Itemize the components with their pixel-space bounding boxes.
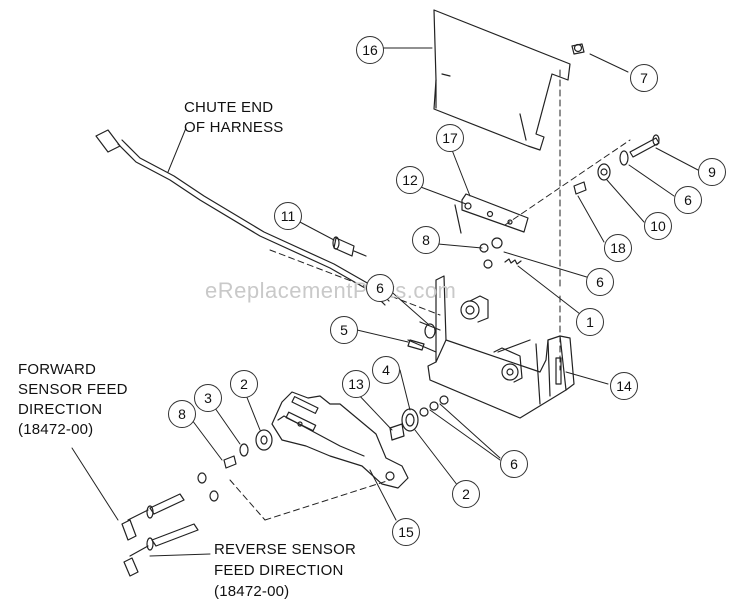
long-screw [629,134,660,158]
callout-17: 17 [436,124,464,152]
callout-15: 15 [392,518,420,546]
callout-6-left: 6 [366,274,394,302]
reverse-label-line3: (18472-00) [214,583,290,600]
callout-5: 5 [330,316,358,344]
callout-11: 11 [274,202,302,230]
spring [504,258,522,265]
sensor-lamp [332,236,367,257]
reverse-label-line1: REVERSE SENSOR [214,541,357,558]
callout-16: 16 [356,36,384,64]
sensor-lever [271,391,409,489]
main-chassis-bracket [407,275,575,419]
callout-2-left: 2 [230,370,258,398]
forward-label-line2: SENSOR FEED [18,381,128,398]
callout-7: 7 [630,64,658,92]
callout-1: 1 [576,308,604,336]
callout-4: 4 [372,356,400,384]
forward-sensor-post [121,472,207,541]
callout-8-left: 8 [168,400,196,428]
forward-label-line1: FORWARD [18,361,97,378]
callout-14: 14 [610,372,638,400]
forward-label-line3: DIRECTION [18,401,103,418]
sensor-bracket [454,193,529,234]
callout-6-bottom: 6 [500,450,528,478]
chute-end-label-line2: OF HARNESS [184,119,284,136]
washer-nut-spacer-stack [573,150,629,195]
chute-end-label-line1: CHUTE END [184,99,274,116]
bracket-screw-washer [407,323,436,351]
cover-screw [571,43,585,55]
callout-6-mid: 6 [586,268,614,296]
forward-label-line4: (18472-00) [18,421,94,438]
callout-13: 13 [342,370,370,398]
reverse-sensor-post [123,490,219,577]
sensor-cover-part [433,9,571,151]
watermark: eReplacementParts.com [205,278,457,303]
callout-18: 18 [604,234,632,262]
callout-12: 12 [396,166,424,194]
callout-2-bottom: 2 [452,480,480,508]
callout-6-top: 6 [674,186,702,214]
reverse-label-line2: FEED DIRECTION [214,562,344,579]
callout-8-top: 8 [412,226,440,254]
callout-3: 3 [194,384,222,412]
pivot-hardware [223,429,273,469]
lever-hub [389,395,449,441]
callout-10: 10 [644,212,672,240]
callout-9: 9 [698,158,726,186]
